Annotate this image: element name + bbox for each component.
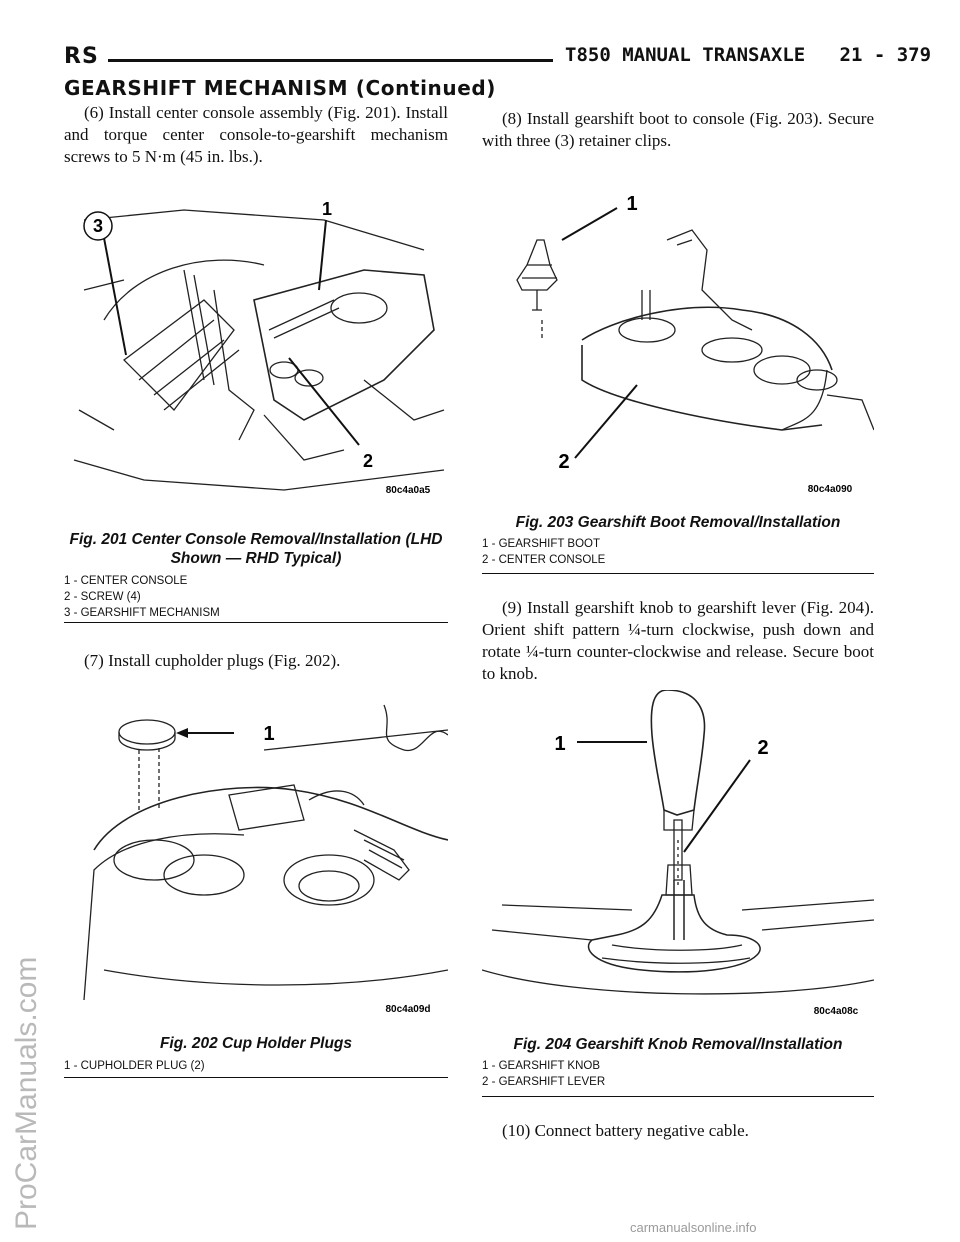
fig-203-callout-1: 1 — [626, 193, 637, 215]
fig-201-caption: Fig. 201 Center Console Removal/Installa… — [69, 531, 443, 567]
fig-204-caption: Fig. 204 Gearshift Knob Removal/Installa… — [513, 1036, 843, 1053]
step-8-text: (8) Install gearshift boot to console (F… — [482, 109, 874, 150]
fig-203-legend-item: 1 - GEARSHIFT BOOT — [482, 538, 600, 550]
fig-202-rule — [64, 1077, 448, 1078]
fig-201-callout-1: 1 — [322, 199, 332, 219]
fig-201-legend: 1 - CENTER CONSOLE 2 - SCREW (4) 3 - GEA… — [64, 573, 448, 621]
section-title: GEARSHIFT MECHANISM (Continued) — [64, 76, 497, 100]
fig-204-legend-item: 2 - GEARSHIFT LEVER — [482, 1076, 606, 1088]
fig-202-callout-1: 1 — [263, 723, 274, 745]
fig-204-legend-item: 1 - GEARSHIFT KNOB — [482, 1060, 601, 1072]
header-section-code: RS — [64, 44, 99, 69]
fig-203-legend: 1 - GEARSHIFT BOOT 2 - CENTER CONSOLE — [482, 536, 874, 568]
header-rule — [108, 59, 553, 62]
fig-201-legend-item: 1 - CENTER CONSOLE — [64, 575, 188, 587]
fig-203-legend-item: 2 - CENTER CONSOLE — [482, 554, 606, 566]
fig-201-rule — [64, 622, 448, 623]
header-page-number: 21 - 379 — [839, 44, 932, 66]
fig-201-callout-2: 2 — [363, 451, 373, 471]
fig-204-legend: 1 - GEARSHIFT KNOB 2 - GEARSHIFT LEVER — [482, 1058, 874, 1090]
fig-203-code: 80c4a090 — [808, 484, 853, 495]
step-10-text: (10) Connect battery negative cable. — [502, 1121, 749, 1140]
fig-204-illustration: 1 2 80c4a08c — [482, 690, 874, 1017]
fig-203-caption: Fig. 203 Gearshift Boot Removal/Installa… — [515, 514, 841, 531]
fig-202-legend: 1 - CUPHOLDER PLUG (2) — [64, 1058, 448, 1074]
step-9-text: (9) Install gearshift knob to gearshift … — [482, 598, 874, 683]
side-watermark: ProCarManuals.com — [10, 956, 43, 1230]
footer-watermark: carmanualsonline.info — [630, 1220, 757, 1235]
step-7-text: (7) Install cupholder plugs (Fig. 202). — [84, 651, 341, 670]
fig-202-caption: Fig. 202 Cup Holder Plugs — [159, 1035, 353, 1052]
fig-201-illustration: 3 1 2 80c4a0a5 — [73, 199, 445, 496]
fig-202-legend-item: 1 - CUPHOLDER PLUG (2) — [64, 1060, 205, 1072]
fig-201-callout-3: 3 — [93, 216, 103, 236]
fig-204-rule — [482, 1096, 874, 1097]
fig-203-illustration: 1 2 80c4a090 — [516, 193, 874, 495]
fig-203-rule — [482, 573, 874, 574]
fig-201-legend-item: 2 - SCREW (4) — [64, 591, 141, 603]
fig-201-code: 80c4a0a5 — [386, 485, 431, 496]
header-title: T850 MANUAL TRANSAXLE 21 - 379 — [565, 44, 931, 66]
fig-204-callout-1: 1 — [554, 733, 565, 755]
step-6-text: (6) Install center console assembly (Fig… — [64, 103, 448, 166]
fig-203-callout-2: 2 — [558, 451, 569, 473]
header-manual-title: T850 MANUAL TRANSAXLE — [565, 44, 806, 66]
fig-201-legend-item: 3 - GEARSHIFT MECHANISM — [64, 607, 220, 619]
fig-204-code: 80c4a08c — [814, 1006, 859, 1017]
fig-204-callout-2: 2 — [757, 737, 768, 759]
fig-202-code: 80c4a09d — [385, 1004, 430, 1015]
fig-202-illustration: 1 80c4a09d — [83, 704, 448, 1015]
